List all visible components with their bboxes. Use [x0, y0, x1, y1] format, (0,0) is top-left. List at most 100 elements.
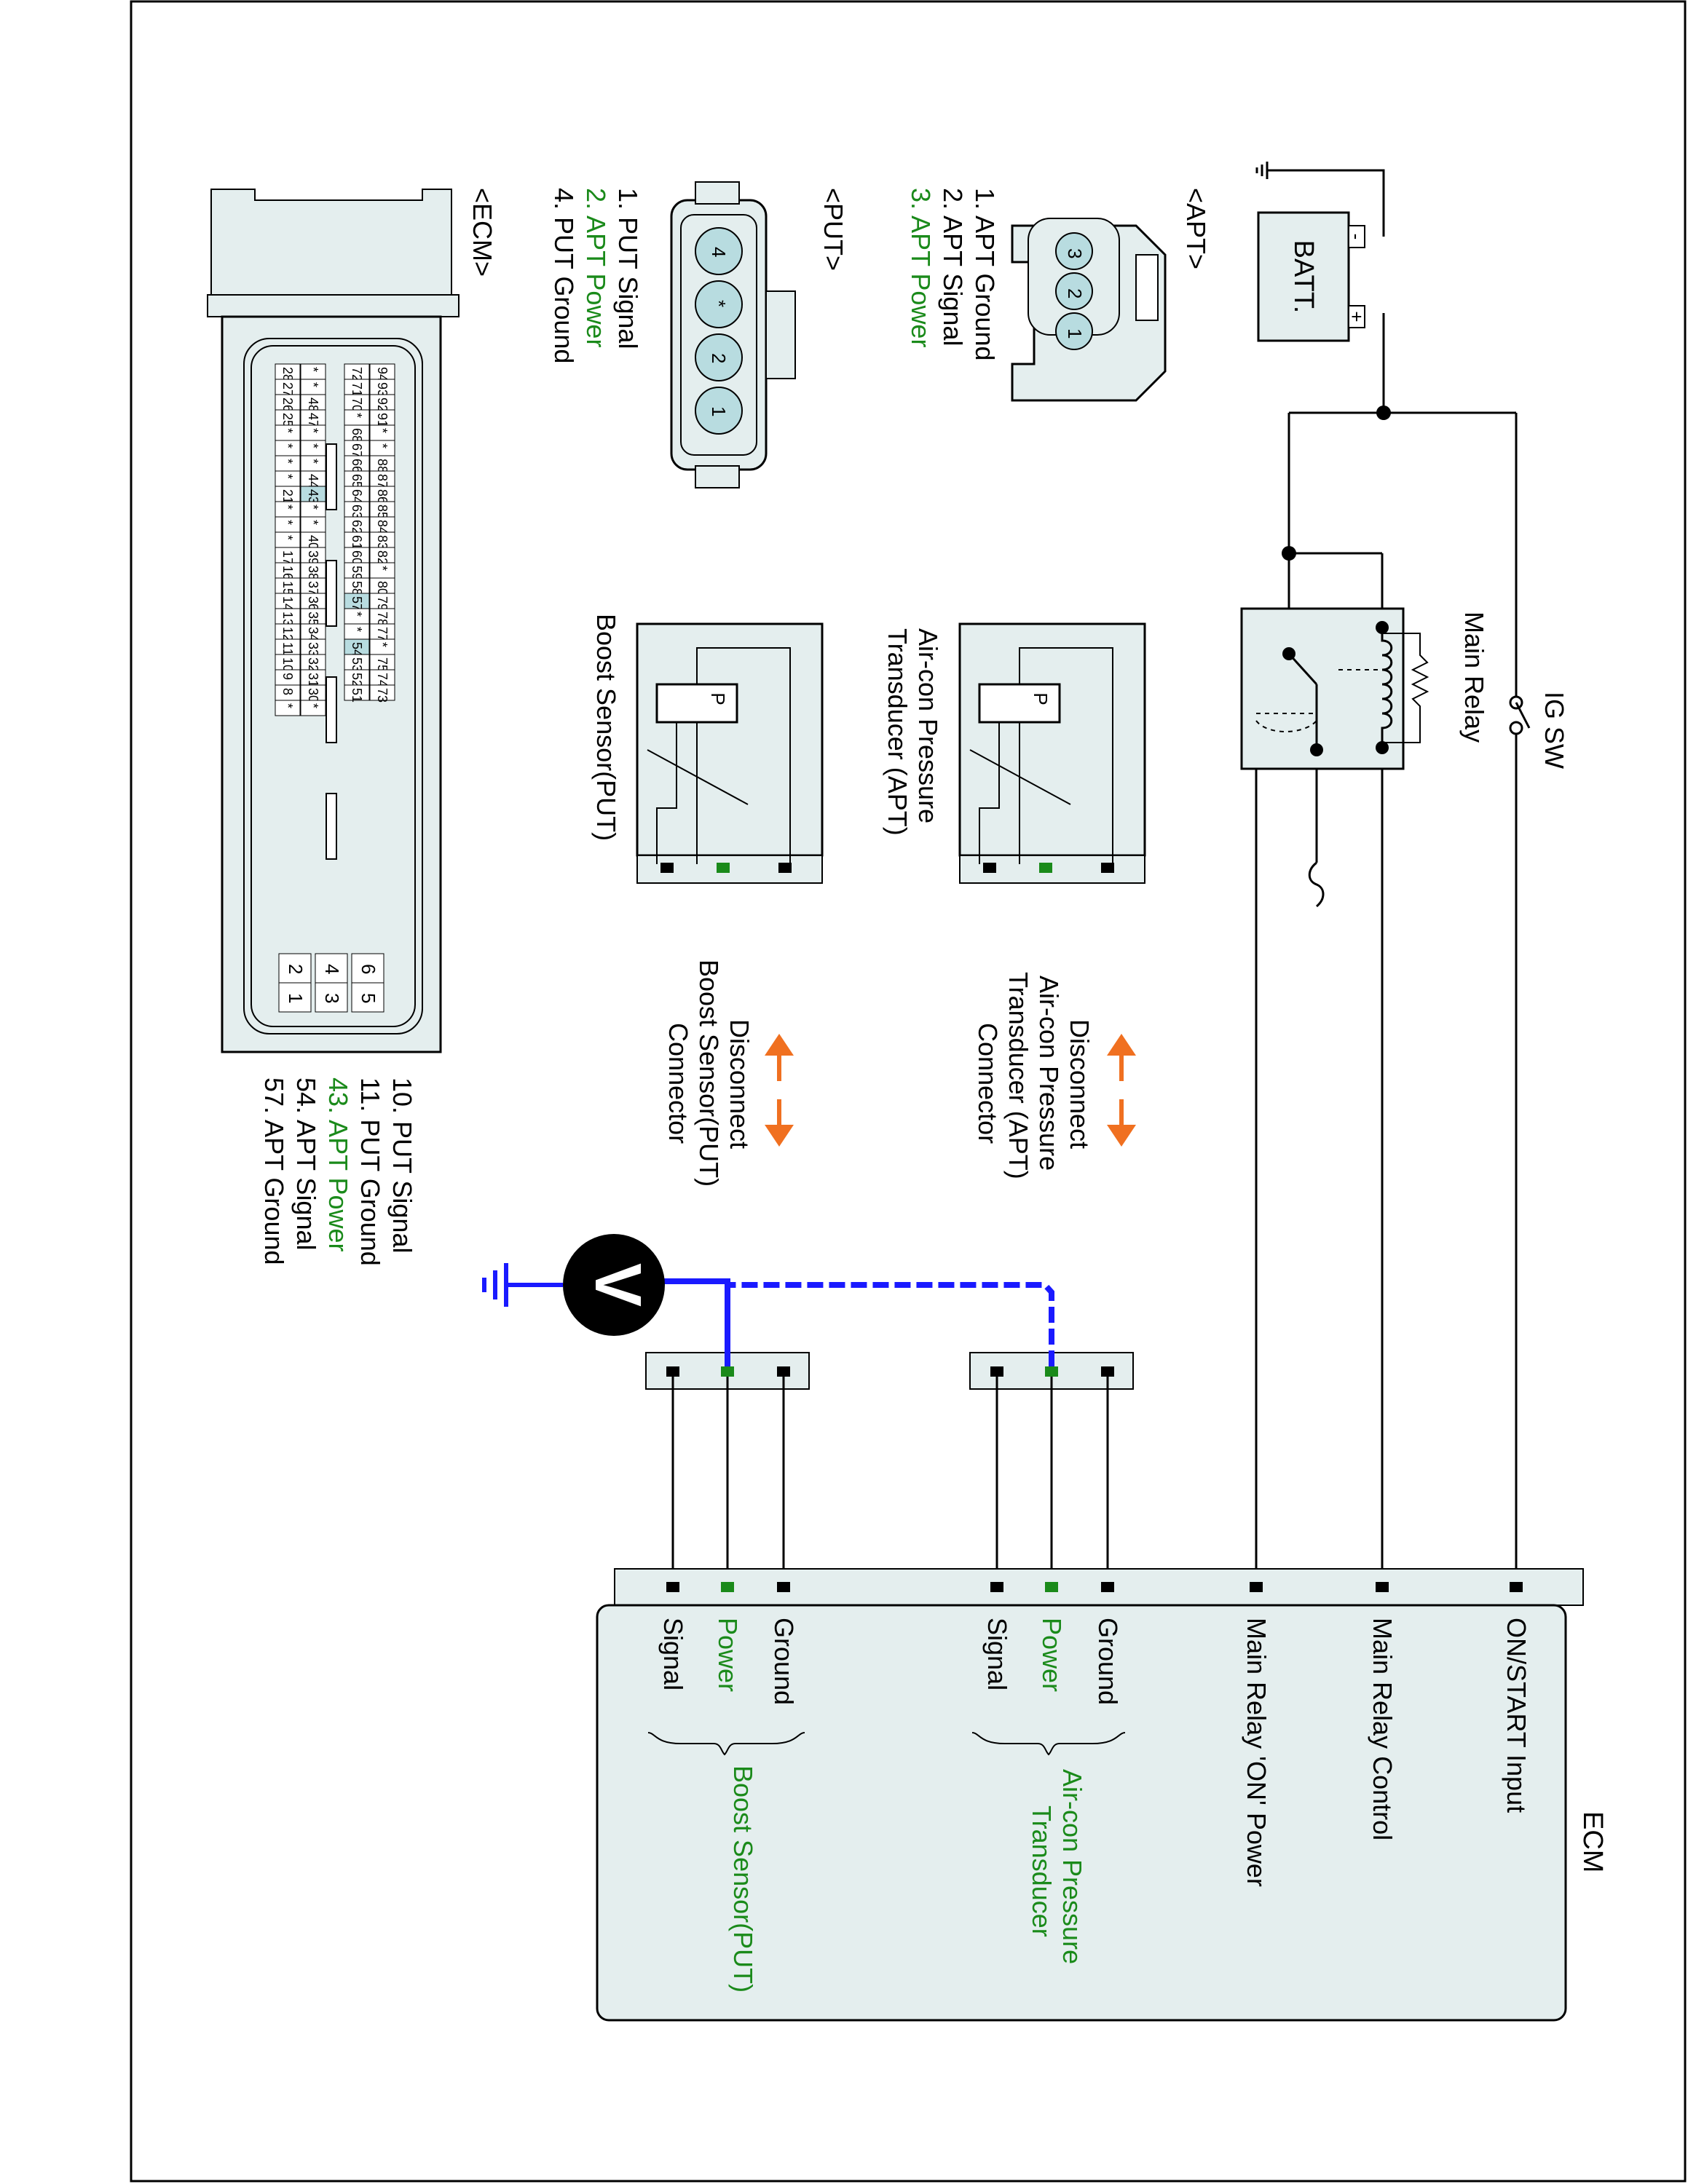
- ecm-pin-number: *: [280, 505, 295, 510]
- apt-pin-number: 1: [1064, 328, 1086, 339]
- ecm-pin-number: 60: [350, 550, 364, 565]
- ecm-small-cell: [278, 953, 312, 984]
- ecm-pin-number: 71: [350, 382, 364, 397]
- ecm-pin-number: 85: [375, 505, 390, 519]
- ecm-title: ECM: [1577, 1811, 1608, 1872]
- ecm-pin-number: *: [306, 459, 320, 464]
- page-frame: [130, 0, 1687, 2183]
- ecm-pin-number: *: [306, 520, 320, 525]
- ecm-small-number: 6: [358, 964, 379, 974]
- ecm-pin-cell: [344, 684, 370, 701]
- apt-connector-title: <APT>: [1181, 188, 1211, 269]
- relay-output-squiggle: [1308, 861, 1325, 908]
- apt-group-label-1: Air-con Pressure: [1057, 1769, 1087, 1964]
- ecm-pin-number: 37: [306, 581, 320, 596]
- put-pin-number: 2: [708, 353, 730, 363]
- ecm-pin-number: 67: [350, 443, 364, 458]
- put-pin: [695, 333, 743, 381]
- ecm-pin-number: 26: [280, 397, 295, 412]
- put-pin-number: *: [708, 300, 730, 307]
- put-sensor-label: Boost Sensor(PUT): [591, 614, 621, 841]
- ecm-pin-number: 91: [375, 413, 390, 427]
- ecm-small-number: 1: [285, 993, 307, 1003]
- put-disconnect-label: Disconnect Boost Sensor(PUT) Connector: [663, 960, 754, 1187]
- apt-disconnect-line2: Air-con Pressure: [1034, 976, 1064, 1171]
- ecm-pin-number: 53: [350, 657, 364, 672]
- ecm-pin-number: *: [280, 474, 295, 479]
- ecm-pin-number: 9: [280, 673, 295, 680]
- ecm-pin-number: 27: [280, 382, 295, 397]
- ecm-terminal-pin: [721, 1582, 734, 1592]
- ecm-pin-number: *: [280, 428, 295, 433]
- ecm-pin-number: *: [306, 703, 320, 708]
- apt-pin-number: 2: [1064, 288, 1086, 298]
- voltmeter-symbol: V: [581, 1263, 654, 1307]
- ecm-pin-number: 28: [280, 367, 295, 381]
- ecm-pin-cell: [275, 700, 301, 716]
- ecm-pin-number: 11: [280, 642, 295, 656]
- ecm-pin-number: 36: [306, 596, 320, 611]
- ecm-pin-number: 83: [375, 535, 390, 550]
- ecm-terminal-pin: [1510, 1582, 1523, 1592]
- ecm-pin-number: 10: [280, 657, 295, 672]
- ecm-pin-number: *: [280, 520, 295, 525]
- apt-legend-item: 2. APT Signal: [938, 188, 968, 346]
- apt-disconnect-line1: Disconnect: [1065, 1019, 1095, 1149]
- ecm-pin-number: 79: [375, 596, 390, 611]
- apt-pin-number: 3: [1064, 248, 1086, 258]
- ecm-terminal-label: Main Relay 'ON' Power: [1242, 1618, 1271, 1887]
- ecm-terminal-label: Power: [1037, 1618, 1067, 1692]
- put-pin: [695, 387, 743, 435]
- ecm-pin-number: 34: [306, 627, 320, 641]
- ecm-legend-item: 11. PUT Ground: [355, 1077, 385, 1266]
- ecm-pin-number: 68: [350, 428, 364, 443]
- ecm-pin-number: 31: [306, 673, 320, 687]
- ecm-pin-number: 13: [280, 612, 295, 626]
- ecm-small-cell: [351, 953, 384, 984]
- ecm-small-number: 4: [321, 964, 343, 974]
- ecm-pin-number: 63: [350, 505, 364, 519]
- ecm-pin-number: 58: [350, 581, 364, 596]
- ecm-pin-cell: [369, 684, 395, 701]
- ecm-pin-number: 73: [375, 688, 390, 703]
- ecm-pin-number: *: [306, 382, 320, 387]
- put-sensor: P Boost Sensor(PUT): [591, 614, 824, 884]
- ecm-pin-number: 88: [375, 459, 390, 473]
- ecm-pin-number: 66: [350, 459, 364, 473]
- ecm-small-cell: [278, 982, 312, 1013]
- voltmeter-probe-wires: [659, 1278, 1054, 1366]
- ecm-pin-number: *: [306, 505, 320, 510]
- ecm-pin-number: 77: [375, 627, 390, 641]
- ecm-pin-number: *: [306, 367, 320, 372]
- apt-pin: [1055, 312, 1093, 350]
- ecm-terminal-pin: [1250, 1582, 1263, 1592]
- put-disconnect-line3: Connector: [663, 1023, 693, 1144]
- ecm-pin-number: *: [280, 443, 295, 448]
- ecm-pin-number: 54: [350, 642, 364, 657]
- ecm-pin-number: 62: [350, 520, 364, 534]
- main-relay-label: Main Relay: [1459, 612, 1489, 743]
- sensor-harness-wires: [671, 1377, 1109, 1583]
- ecm-terminal-pin: [1101, 1582, 1114, 1592]
- ecm-pin-number: 16: [280, 566, 295, 580]
- ecm-pin-number: 78: [375, 612, 390, 626]
- ecm-pin-number: 30: [306, 688, 320, 703]
- ecm-legend-item: 43. APT Power: [323, 1077, 353, 1251]
- put-disconnect-line2: Boost Sensor(PUT): [694, 960, 724, 1187]
- ecm-terminal-label: ON/START Input: [1502, 1618, 1531, 1813]
- ecm-pin-number: 65: [350, 474, 364, 488]
- ecm-pin-number: 93: [375, 382, 390, 397]
- apt-group-label-2: Transducer: [1027, 1805, 1057, 1937]
- put-pin-number: 1: [708, 406, 730, 416]
- ecm-pin-number: 48: [306, 397, 320, 412]
- ecm-small-number: 3: [321, 993, 343, 1003]
- power-wiring: [1255, 169, 1518, 1583]
- apt-disconnect-label: Disconnect Air-con Pressure Transducer (…: [973, 972, 1095, 1179]
- ecm-terminal-pin: [1376, 1582, 1389, 1592]
- ecm-small-number: 5: [358, 993, 379, 1003]
- ecm-terminal-label: Signal: [982, 1618, 1012, 1690]
- ecm-terminal-label: Ground: [1093, 1618, 1123, 1705]
- ecm-pin-number: *: [375, 566, 390, 571]
